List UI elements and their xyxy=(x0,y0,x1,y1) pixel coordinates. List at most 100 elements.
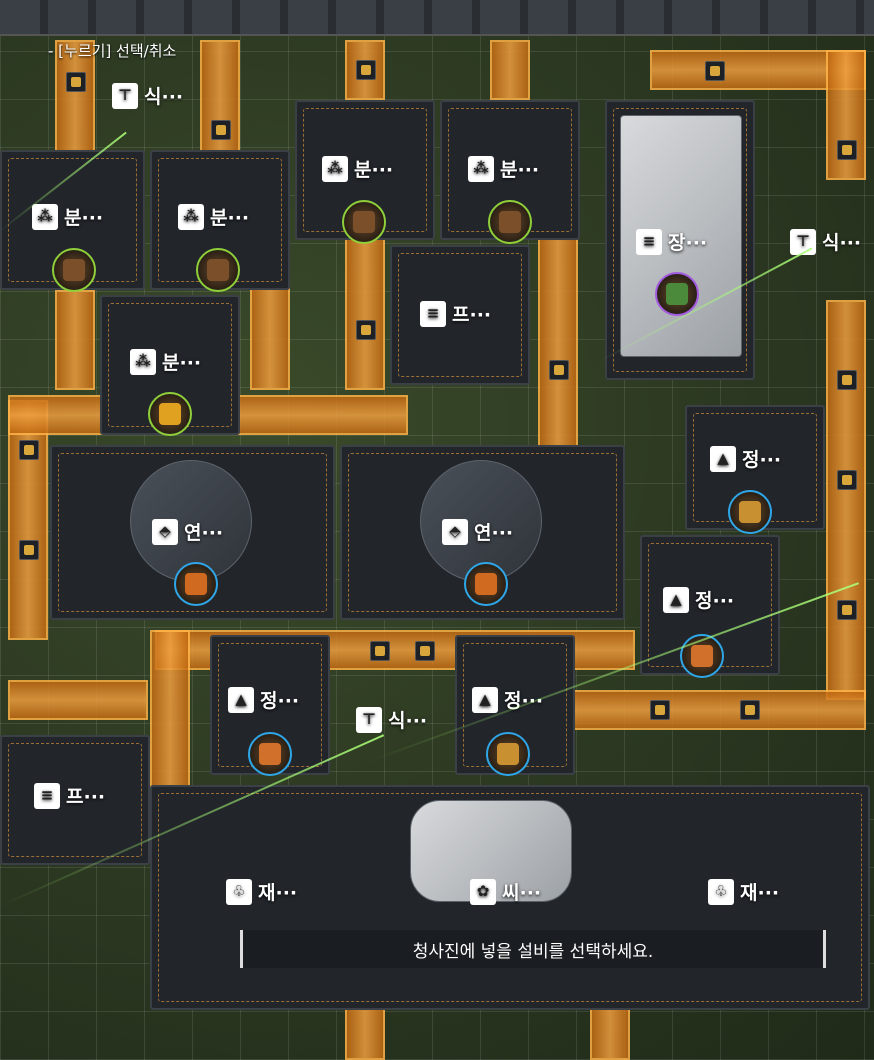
conveyor-belt[interactable] xyxy=(826,300,866,700)
facility-crusher-3[interactable]: ⁂분··· xyxy=(322,155,393,182)
facility-name: 식··· xyxy=(822,232,862,254)
facility-crusher-2[interactable]: ⁂ 분··· xyxy=(178,203,249,230)
belt-item xyxy=(837,140,857,160)
grinder-icon: ⬘ xyxy=(152,518,178,545)
planter-icon: ⊤ xyxy=(790,228,816,255)
conveyor-belt[interactable] xyxy=(826,50,866,180)
facility-name: 식··· xyxy=(144,86,184,108)
protocol-icon: ≡ xyxy=(34,782,60,809)
facility-name: 재··· xyxy=(740,882,780,904)
facility-planter-2[interactable]: ⊤ 식··· xyxy=(790,228,861,255)
output-block-icon xyxy=(680,634,724,678)
output-block-icon xyxy=(464,562,508,606)
belt-item xyxy=(549,360,569,380)
status-toast: 청사진에 넣을 설비를 선택하세요. xyxy=(240,930,826,968)
belt-item xyxy=(837,470,857,490)
crusher-icon: ⁂ xyxy=(178,203,204,230)
planter-icon: ⊤ xyxy=(112,82,138,109)
facility-name: 분··· xyxy=(210,207,250,229)
belt-item xyxy=(650,700,670,720)
grinder-building xyxy=(130,460,252,582)
refinery-icon: ▲ xyxy=(228,686,254,713)
facility-name: 장··· xyxy=(668,232,708,254)
refinery-icon: ▲ xyxy=(710,445,736,472)
facility-refinery-3[interactable]: ▲ 정··· xyxy=(228,686,299,713)
conveyor-belt[interactable] xyxy=(490,40,530,100)
facility-crusher-1[interactable]: ⁂ 분··· xyxy=(32,203,103,230)
cultivator-icon: ♧ xyxy=(226,878,252,905)
grinder-icon: ⬘ xyxy=(442,518,468,545)
facility-name: 연··· xyxy=(474,522,514,544)
facility-refinery-1[interactable]: ▲ 정··· xyxy=(710,445,781,472)
conveyor-belt[interactable] xyxy=(570,690,866,730)
output-block-icon xyxy=(174,562,218,606)
crusher-icon: ⁂ xyxy=(468,155,494,182)
facility-name: 연··· xyxy=(184,522,224,544)
facility-protocol-1[interactable]: ≡프··· xyxy=(420,300,491,327)
facility-crusher-4[interactable]: ⁂ 분··· xyxy=(468,155,539,182)
storage-icon: ≡ xyxy=(636,228,662,255)
building-pad xyxy=(0,735,150,865)
facility-name: 정··· xyxy=(260,690,300,712)
facility-protocol-2[interactable]: ≡ 프··· xyxy=(34,782,105,809)
refinery-icon: ▲ xyxy=(472,686,498,713)
facility-storage[interactable]: ≡ 장··· xyxy=(636,228,707,255)
facility-name: 분··· xyxy=(64,207,104,229)
output-plant-icon xyxy=(655,272,699,316)
facility-name: 프··· xyxy=(66,786,106,808)
belt-item xyxy=(66,72,86,92)
facility-grinder-2[interactable]: ⬘ 연··· xyxy=(442,518,513,545)
building-pad xyxy=(390,245,530,385)
belt-item xyxy=(370,641,390,661)
refinery-icon: ▲ xyxy=(663,586,689,613)
output-crystal-icon xyxy=(486,732,530,776)
output-ore-icon xyxy=(342,200,386,244)
belt-item xyxy=(211,120,231,140)
output-ore-icon xyxy=(196,248,240,292)
facility-cultivator-2[interactable]: ♧재··· xyxy=(708,878,779,905)
facility-refinery-2[interactable]: ▲ 정··· xyxy=(663,586,734,613)
facility-grinder-1[interactable]: ⬘ 연··· xyxy=(152,518,223,545)
conveyor-belt[interactable] xyxy=(55,40,95,160)
facility-name: 분··· xyxy=(500,159,540,181)
facility-planter-3[interactable]: ⊤ 식··· xyxy=(356,706,427,733)
belt-item xyxy=(837,600,857,620)
belt-item xyxy=(356,320,376,340)
conveyor-belt[interactable] xyxy=(200,40,240,160)
conveyor-belt[interactable] xyxy=(8,400,48,640)
crusher-icon: ⁂ xyxy=(322,155,348,182)
crusher-icon: ⁂ xyxy=(32,203,58,230)
conveyor-belt[interactable] xyxy=(8,680,148,720)
output-ore-icon xyxy=(52,248,96,292)
control-hint: - [누르기] 선택/취소 xyxy=(48,42,177,60)
facility-cultivator-1[interactable]: ♧ 재··· xyxy=(226,878,297,905)
protocol-icon: ≡ xyxy=(420,300,446,327)
facility-name: 정··· xyxy=(742,449,782,471)
belt-item xyxy=(705,61,725,81)
output-block-icon xyxy=(248,732,292,776)
belt-item xyxy=(356,60,376,80)
facility-crusher-5[interactable]: ⁂분··· xyxy=(130,348,201,375)
output-crystal-icon xyxy=(728,490,772,534)
conveyor-belt[interactable] xyxy=(345,230,385,390)
output-ore-icon xyxy=(148,392,192,436)
facility-planter-1[interactable]: ⊤ 식··· xyxy=(112,82,183,109)
facility-name: 식··· xyxy=(388,710,428,732)
facility-name: 정··· xyxy=(695,590,735,612)
conveyor-belt[interactable] xyxy=(55,290,95,390)
belt-item xyxy=(19,540,39,560)
top-wall xyxy=(0,0,874,36)
conveyor-belt[interactable] xyxy=(345,1000,385,1060)
facility-name: 재··· xyxy=(258,882,298,904)
conveyor-belt[interactable] xyxy=(150,630,190,790)
conveyor-belt[interactable] xyxy=(538,230,578,450)
facility-seed-picker[interactable]: ✿ 씨··· xyxy=(470,878,541,905)
belt-item xyxy=(740,700,760,720)
grinder-building xyxy=(420,460,542,582)
facility-name: 씨··· xyxy=(502,882,542,904)
seed-icon: ✿ xyxy=(470,878,496,905)
facility-name: 분··· xyxy=(162,352,202,374)
conveyor-belt[interactable] xyxy=(250,270,290,390)
planter-icon: ⊤ xyxy=(356,706,382,733)
